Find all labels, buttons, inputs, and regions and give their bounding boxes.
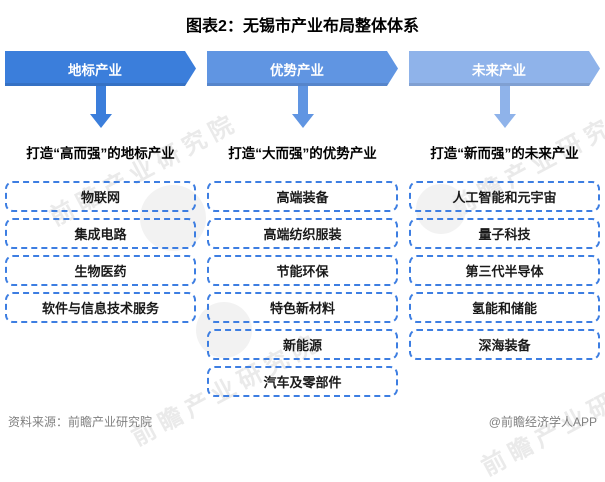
page-title: 图表2：无锡市产业布局整体体系 (186, 18, 419, 35)
slogan-advantage: 打造“大而强”的优势产业 (228, 146, 377, 161)
down-arrow (409, 86, 600, 129)
down-arrow-head (291, 114, 314, 128)
down-arrow-stem (297, 86, 308, 114)
down-arrow-stem (95, 86, 106, 114)
industry-box: 高端纺织服装 (207, 218, 398, 249)
industry-box: 量子科技 (409, 218, 600, 249)
header-banner-landmark: 地标产业 (5, 51, 196, 86)
industry-box: 氢能和储能 (409, 292, 600, 323)
industry-box: 物联网 (5, 181, 196, 212)
source-note: 资料来源：前瞻产业研究院 (8, 415, 153, 429)
header-banner-advantage: 优势产业 (207, 51, 398, 86)
down-arrow-head (89, 114, 112, 128)
down-arrow-stem (499, 86, 510, 114)
footer: 资料来源：前瞻产业研究院 @前瞻经济学人APP (0, 413, 605, 430)
down-arrow-head (493, 114, 516, 128)
industry-box: 软件与信息技术服务 (5, 292, 196, 323)
columns-container: 地标产业 打造“高而强”的地标产业 物联网 集成电路 生物医药 软件与信息技术服… (0, 51, 605, 403)
industry-box: 新能源 (207, 329, 398, 360)
industry-box-list: 物联网 集成电路 生物医药 软件与信息技术服务 (5, 181, 196, 329)
industry-box: 汽车及零部件 (207, 366, 398, 397)
industry-box: 人工智能和元宇宙 (409, 181, 600, 212)
industry-box: 特色新材料 (207, 292, 398, 323)
slogan-future: 打造“新而强”的未来产业 (430, 146, 579, 161)
industry-box: 节能环保 (207, 255, 398, 286)
column-advantage-industries: 优势产业 打造“大而强”的优势产业 高端装备 高端纺织服装 节能环保 特色新材料… (207, 51, 398, 403)
industry-box-list: 人工智能和元宇宙 量子科技 第三代半导体 氢能和储能 深海装备 (409, 181, 600, 366)
slogan-landmark: 打造“高而强”的地标产业 (26, 146, 175, 161)
industry-box: 生物医药 (5, 255, 196, 286)
header-banner-future: 未来产业 (409, 51, 600, 86)
industry-box: 集成电路 (5, 218, 196, 249)
industry-box: 第三代半导体 (409, 255, 600, 286)
infographic-page: 前瞻产业研究院 前瞻产业研究院 前瞻产业研究院 前瞻产业研究院 图表2：无锡市产… (0, 18, 605, 481)
industry-box-list: 高端装备 高端纺织服装 节能环保 特色新材料 新能源 汽车及零部件 (207, 181, 398, 403)
column-landmark-industries: 地标产业 打造“高而强”的地标产业 物联网 集成电路 生物医药 软件与信息技术服… (5, 51, 196, 403)
brand-handle: @前瞻经济学人APP (488, 415, 597, 429)
column-future-industries: 未来产业 打造“新而强”的未来产业 人工智能和元宇宙 量子科技 第三代半导体 氢… (409, 51, 600, 403)
industry-box: 深海装备 (409, 329, 600, 360)
industry-box: 高端装备 (207, 181, 398, 212)
down-arrow (5, 86, 196, 129)
down-arrow (207, 86, 398, 129)
